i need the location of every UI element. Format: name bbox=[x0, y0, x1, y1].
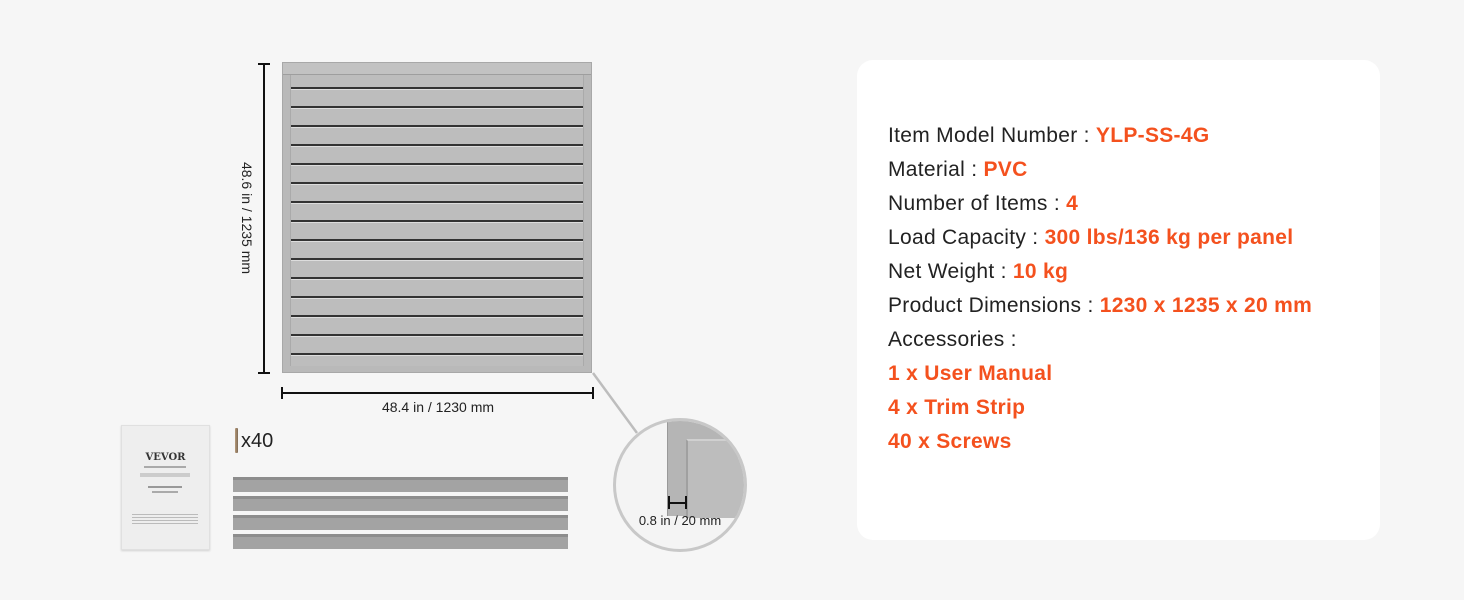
manual-text-line bbox=[140, 473, 190, 477]
panel-groove bbox=[291, 353, 583, 355]
panel-groove bbox=[291, 144, 583, 146]
spec-number-of-items: Number of Items : 4 bbox=[888, 192, 1078, 216]
spec-label: Number of Items : bbox=[888, 192, 1067, 215]
accessory-item: 1 x User Manual bbox=[888, 362, 1053, 385]
spec-value: 1230 x 1235 x 20 mm bbox=[1099, 294, 1313, 317]
spec-value: 4 bbox=[1066, 192, 1079, 215]
spec-value: 10 kg bbox=[1012, 260, 1069, 283]
panel-groove bbox=[291, 220, 583, 222]
spec-label: Product Dimensions : bbox=[888, 294, 1100, 317]
trim-strip bbox=[233, 534, 568, 549]
spec-value: PVC bbox=[983, 158, 1028, 181]
trim-strip bbox=[233, 496, 568, 511]
manual-text-line bbox=[144, 466, 186, 468]
panel-groove bbox=[291, 201, 583, 203]
callout-line bbox=[591, 372, 639, 434]
spec-label: Item Model Number : bbox=[888, 124, 1096, 147]
panel-groove bbox=[291, 163, 583, 165]
spec-value: YLP-SS-4G bbox=[1095, 124, 1210, 147]
panel-groove bbox=[291, 182, 583, 184]
thickness-label: 0.8 in / 20 mm bbox=[638, 513, 722, 528]
user-manual-image: VEVOR bbox=[121, 425, 210, 550]
spec-label: Load Capacity : bbox=[888, 226, 1045, 249]
panel-groove bbox=[291, 125, 583, 127]
slatwall-panel-image bbox=[282, 62, 592, 373]
spec-model: Item Model Number : YLP-SS-4G bbox=[888, 124, 1209, 148]
panel-groove bbox=[291, 106, 583, 108]
manual-brand-logo: VEVOR bbox=[145, 452, 186, 463]
manual-text-line bbox=[152, 491, 178, 493]
spec-value: 300 lbs/136 kg per panel bbox=[1044, 226, 1294, 249]
width-label: 48.4 in / 1230 mm bbox=[381, 399, 495, 415]
panel-face bbox=[686, 439, 744, 518]
spec-label: Net Weight : bbox=[888, 260, 1013, 283]
spec-material: Material : PVC bbox=[888, 158, 1028, 182]
trim-strip bbox=[233, 477, 568, 492]
accessory-item: 40 x Screws bbox=[888, 430, 1012, 453]
height-label: 48.6 in / 1235 mm bbox=[239, 161, 255, 275]
spec-label: Material : bbox=[888, 158, 984, 181]
dimension-cap bbox=[258, 63, 270, 65]
dimension-cap bbox=[281, 387, 283, 399]
panel-groove bbox=[291, 277, 583, 279]
accessory-item: 4 x Trim Strip bbox=[888, 396, 1026, 419]
spec-label: Accessories : bbox=[888, 328, 1017, 351]
panel-groove bbox=[291, 87, 583, 89]
panel-groove bbox=[291, 296, 583, 298]
manual-text-block bbox=[132, 514, 198, 526]
spec-net-weight: Net Weight : 10 kg bbox=[888, 260, 1068, 284]
panel-groove bbox=[291, 239, 583, 241]
panel-groove bbox=[291, 315, 583, 317]
dimension-cap bbox=[258, 372, 270, 374]
dimension-cap bbox=[668, 496, 670, 509]
screw-count-label: x40 bbox=[241, 430, 274, 452]
spec-dimensions: Product Dimensions : 1230 x 1235 x 20 mm bbox=[888, 294, 1312, 318]
dimension-cap bbox=[592, 387, 594, 399]
height-dimension-line bbox=[263, 64, 265, 373]
spec-card: Item Model Number : YLP-SS-4G Material :… bbox=[857, 60, 1380, 540]
width-dimension-line bbox=[282, 392, 593, 394]
trim-strip bbox=[233, 515, 568, 530]
dimension-cap bbox=[685, 496, 687, 509]
thickness-dimension-line bbox=[669, 502, 686, 504]
screw-icon bbox=[235, 428, 238, 453]
panel-slats bbox=[290, 75, 584, 366]
panel-top-rail bbox=[283, 63, 591, 75]
panel-groove bbox=[291, 334, 583, 336]
spec-accessories: Accessories : bbox=[888, 328, 1017, 352]
panel-groove bbox=[291, 258, 583, 260]
manual-text-line bbox=[148, 486, 182, 488]
thickness-detail-circle: 0.8 in / 20 mm bbox=[613, 418, 747, 552]
spec-load-capacity: Load Capacity : 300 lbs/136 kg per panel bbox=[888, 226, 1293, 250]
